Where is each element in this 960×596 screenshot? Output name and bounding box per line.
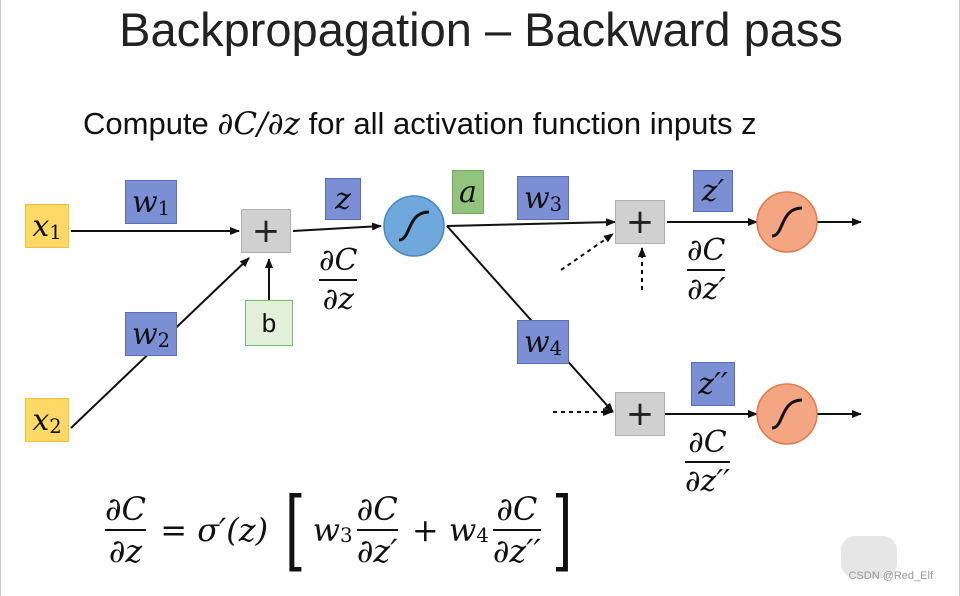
edge-sigmoid-plus-top <box>446 218 616 227</box>
subtitle-math: ∂C/∂z <box>217 106 300 142</box>
eq-bar <box>356 529 398 531</box>
eq-term1-numerator: ∂C <box>356 490 398 528</box>
eq-term2-numerator: ∂C <box>496 490 538 528</box>
eq-open-bracket: [ <box>285 478 306 581</box>
w1-label: w <box>131 184 158 220</box>
eq-lhs: ∂C ∂z <box>105 490 147 570</box>
frac-dC-dzp-numerator: ∂C <box>687 233 726 268</box>
sum-node-bottom: + <box>615 392 665 436</box>
z-prime-node: z′ <box>693 170 733 212</box>
eq-close-bracket: ] <box>551 478 573 581</box>
frac-dC-dzpp: ∂C ∂z′′ <box>685 426 730 498</box>
w1-subscript: 1 <box>157 197 171 221</box>
x1-subscript: 1 <box>49 221 62 245</box>
frac-dC-dz: ∂C ∂z <box>319 243 358 317</box>
frac-dC-dzp-denominator: ∂z′ <box>687 272 726 307</box>
sigmoid-node-hidden <box>383 195 445 257</box>
bias-b: b <box>245 300 293 346</box>
frac-dC-dzp: ∂C ∂z′ <box>687 233 726 307</box>
eq-term2: ∂C ∂z′′ <box>492 490 541 570</box>
sigmoid-node-top <box>756 191 818 253</box>
video-play-icon[interactable] <box>841 536 897 578</box>
watermark: CSDN @Red_Elf <box>848 570 933 582</box>
z-node: z <box>325 178 361 220</box>
sum-node-hidden: + <box>241 209 291 253</box>
edge-dashed-diag <box>560 233 614 271</box>
w4-subscript: 4 <box>549 337 563 361</box>
eq-term1: ∂C ∂z′ <box>356 490 398 570</box>
slide-title: Backpropagation – Backward pass <box>119 3 843 56</box>
subtitle-suffix: for all activation function inputs z <box>299 106 757 141</box>
slide-subtitle: Compute ∂C/∂z for all activation functio… <box>83 106 757 142</box>
eq-term1-denominator: ∂z′ <box>356 532 398 570</box>
x2-subscript: 2 <box>49 415 62 439</box>
w3-label: w <box>523 180 550 216</box>
eq-bar <box>492 529 541 531</box>
x1-label: x <box>32 208 50 244</box>
frac-bar <box>319 279 358 281</box>
edge-plus-sigmoid <box>292 222 382 232</box>
eq-term2-denominator: ∂z′′ <box>492 532 541 570</box>
frac-bar <box>687 269 726 271</box>
frac-dC-dz-numerator: ∂C <box>319 243 358 278</box>
sum-node-top: + <box>615 200 665 244</box>
subtitle-prefix: Compute <box>83 106 218 141</box>
a-node: a <box>452 170 484 214</box>
w3-subscript: 3 <box>549 193 563 217</box>
eq-w4-subscript: 4 <box>476 524 489 548</box>
frac-dC-dz-denominator: ∂z <box>322 282 354 317</box>
eq-plus: + <box>401 511 449 549</box>
w2-label: w <box>131 316 158 352</box>
eq-w3: w <box>312 511 341 549</box>
frac-dC-dzpp-numerator: ∂C <box>688 425 727 460</box>
eq-lhs-numerator: ∂C <box>105 490 147 528</box>
eq-lhs-denominator: ∂z <box>108 532 143 570</box>
sigmoid-node-bottom <box>756 383 818 445</box>
eq-sigma-prime: = σ′(z) <box>150 511 279 549</box>
z-double-prime-node: z′′ <box>691 362 735 406</box>
eq-w3-subscript: 3 <box>340 524 353 548</box>
w4-label: w <box>523 324 550 360</box>
x2-label: x <box>32 402 50 438</box>
frac-dC-dzpp-denominator: ∂z′′ <box>685 464 730 499</box>
frac-bar <box>685 461 730 463</box>
edge-sigmoid-plus-bottom <box>446 225 614 413</box>
eq-w4: w <box>448 511 477 549</box>
w2-subscript: 2 <box>157 329 171 353</box>
eq-bar <box>105 529 147 531</box>
